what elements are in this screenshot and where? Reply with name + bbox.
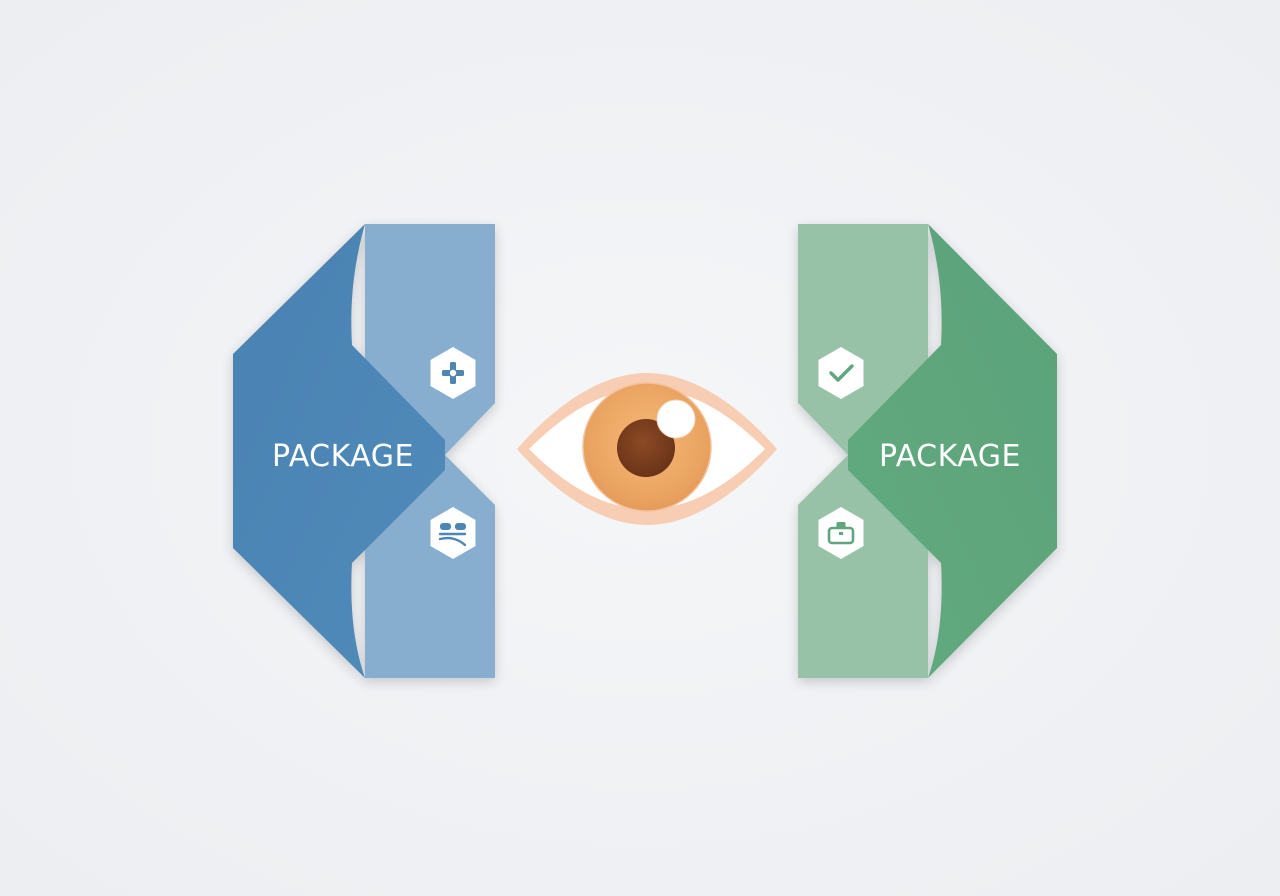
right-package-label: PACKAGE: [879, 439, 1021, 474]
right-package: PACKAGE: [798, 224, 1057, 678]
eye-icon: [517, 373, 777, 525]
checkmark-icon: [818, 347, 864, 399]
left-package: PACKAGE: [233, 224, 495, 678]
right-package-dark-panel: [848, 224, 1057, 678]
briefcase-icon: [818, 507, 864, 559]
plus-cross-icon: [430, 347, 476, 399]
left-package-label: PACKAGE: [272, 439, 414, 474]
people-chat-icon: [430, 507, 476, 559]
eye-highlight: [657, 400, 695, 438]
eye-pupil: [617, 419, 675, 477]
left-package-dark-panel: [233, 224, 445, 678]
